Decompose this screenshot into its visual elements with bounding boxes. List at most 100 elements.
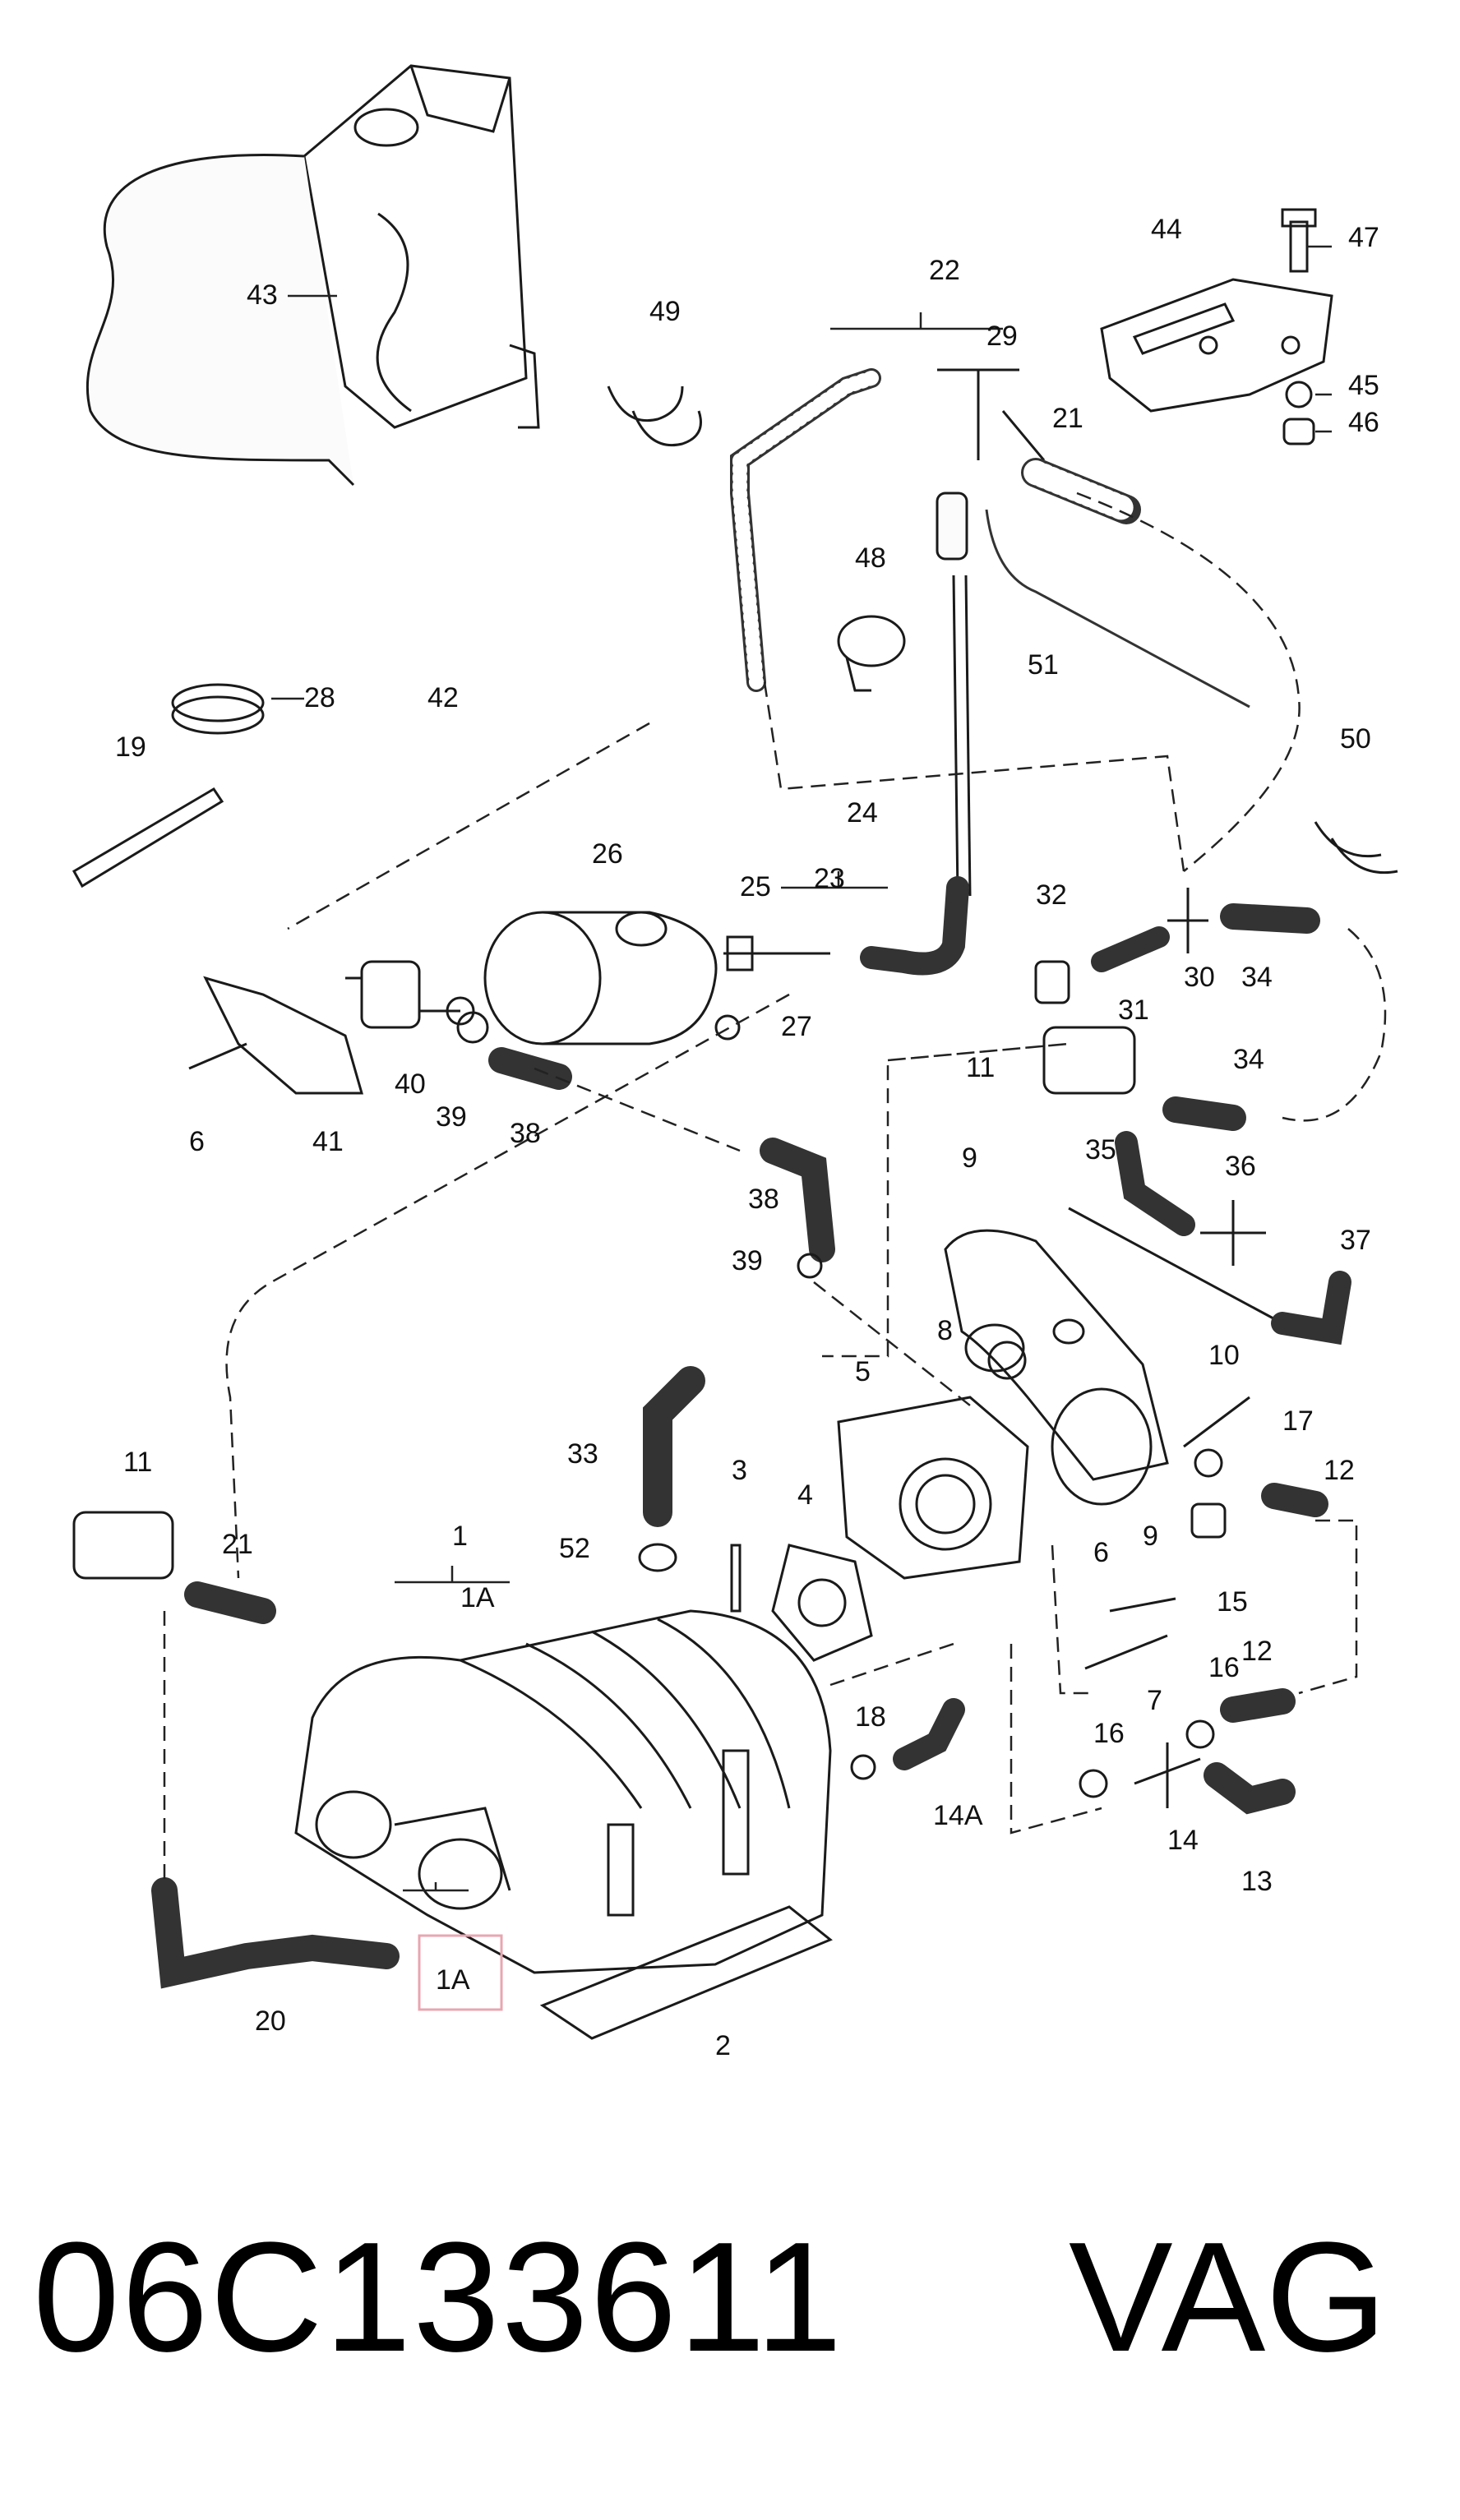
callout-12-repeat: 12 <box>1241 1636 1273 1667</box>
callout-22: 22 <box>929 255 960 286</box>
fitting-7 <box>1084 1634 1168 1670</box>
callout-12: 12 <box>1324 1455 1355 1486</box>
hose-34-mid <box>1162 1096 1246 1131</box>
callout-16: 16 <box>1208 1652 1240 1683</box>
callout-52: 52 <box>559 1533 590 1564</box>
nut-27 <box>714 1014 741 1041</box>
callout-20: 20 <box>255 2005 286 2037</box>
routing-lines <box>163 492 1387 1882</box>
bolt-6-right <box>1109 1597 1176 1613</box>
clamp-17 <box>1194 1448 1223 1478</box>
sleeve-15 <box>1190 1502 1227 1539</box>
brand-name: VAG <box>1069 2210 1388 2384</box>
callout-1a-repeat: 1A <box>436 1964 470 1996</box>
t-piece-30 <box>1167 888 1208 953</box>
callout-49: 49 <box>649 296 681 327</box>
pipe-51 <box>985 509 1250 708</box>
clip-50 <box>1314 821 1398 875</box>
callout-29: 29 <box>986 321 1018 352</box>
highlight-box-1a <box>418 1934 503 2011</box>
expansion-tank <box>85 64 540 487</box>
callout-30: 30 <box>1184 962 1215 993</box>
fitting-25 <box>726 935 754 972</box>
callout-25: 25 <box>740 871 771 902</box>
hose-37-end <box>1271 1271 1351 1345</box>
clamp-48 <box>837 615 906 692</box>
clamp-16-lower <box>1079 1769 1108 1798</box>
hose-35 <box>1115 1131 1195 1236</box>
hose-21-lower <box>184 1581 276 1624</box>
callout-23: 23 <box>814 863 845 894</box>
callout-9-repeat: 9 <box>1143 1521 1158 1552</box>
callout-11-repeat: 11 <box>123 1447 152 1478</box>
part-number: 06C133611 <box>33 2210 844 2384</box>
callout-41: 41 <box>312 1126 344 1157</box>
vacuum-line-22-center <box>952 575 959 897</box>
gasket-2 <box>539 1905 833 2040</box>
callout-21: 21 <box>1052 403 1083 434</box>
hose-22-left <box>730 368 881 692</box>
callout-28: 28 <box>304 682 335 713</box>
hose-38 <box>488 1047 572 1090</box>
gasket-4 <box>771 1544 873 1662</box>
callout-42: 42 <box>427 682 459 713</box>
callout-37: 37 <box>1340 1225 1371 1256</box>
callout-35: 35 <box>1085 1134 1116 1165</box>
t-piece-14 <box>1134 1742 1201 1808</box>
hose-33 <box>643 1366 705 1527</box>
cap-8 <box>987 1341 1027 1380</box>
callout-13: 13 <box>1241 1866 1273 1897</box>
callout-40: 40 <box>395 1068 426 1100</box>
callout-46: 46 <box>1348 407 1379 438</box>
callout-17: 17 <box>1282 1405 1314 1437</box>
valve-11-lower <box>72 1511 174 1580</box>
callout-47: 47 <box>1348 222 1379 253</box>
t-piece-29 <box>937 368 1046 461</box>
callout-34: 34 <box>1241 962 1273 993</box>
t-piece-36 <box>1200 1200 1266 1266</box>
callout-10: 10 <box>1208 1340 1240 1371</box>
pipe-37 <box>1068 1207 1283 1325</box>
hose-34-top <box>1220 903 1320 934</box>
valve-40 <box>345 960 475 1029</box>
callout-39: 39 <box>436 1101 467 1133</box>
callout-38: 38 <box>510 1118 541 1149</box>
callout-45: 45 <box>1348 370 1379 401</box>
washer-45 <box>1285 381 1313 408</box>
hose-31 <box>1091 926 1170 972</box>
callout-31: 31 <box>1118 995 1149 1026</box>
bolt-6 <box>188 1042 247 1070</box>
intake-manifold-1 <box>294 1609 832 1974</box>
callout-8: 8 <box>937 1315 953 1346</box>
bolt-3 <box>730 1544 742 1613</box>
clamp-39-lower <box>797 1253 823 1279</box>
callout-18: 18 <box>855 1701 886 1733</box>
callout-27: 27 <box>781 1011 812 1042</box>
canister-26 <box>483 911 718 1045</box>
callout-9: 9 <box>962 1142 977 1174</box>
callout-6: 6 <box>1093 1537 1109 1568</box>
cable-tie-19 <box>72 787 224 888</box>
clamp-52 <box>638 1543 677 1572</box>
callout-34-repeat: 34 <box>1233 1044 1264 1075</box>
callout-51: 51 <box>1028 649 1059 681</box>
bolt-10 <box>1183 1396 1250 1448</box>
part-labels: 11A23456789101112131414A1516171819202122… <box>115 214 1379 2061</box>
callout-21-repeat: 21 <box>222 1529 253 1560</box>
valve-11-upper <box>1042 1026 1136 1095</box>
leader-lines <box>271 245 1332 1892</box>
callout-14: 14 <box>1167 1825 1199 1856</box>
hose-12-upper <box>1261 1483 1328 1517</box>
intake-elbow-9 <box>944 1229 1169 1506</box>
hose-stub <box>936 492 968 561</box>
callout-5: 5 <box>855 1356 871 1387</box>
hose-14a <box>893 1698 965 1770</box>
callout-1: 1 <box>452 1521 468 1552</box>
callout-15: 15 <box>1217 1586 1248 1618</box>
callout-38-repeat: 38 <box>748 1184 779 1215</box>
callout-14a: 14A <box>933 1800 983 1831</box>
callout-50: 50 <box>1340 723 1371 755</box>
callout-44: 44 <box>1151 214 1182 245</box>
callout-24: 24 <box>847 797 878 828</box>
grommet-46 <box>1282 418 1315 445</box>
